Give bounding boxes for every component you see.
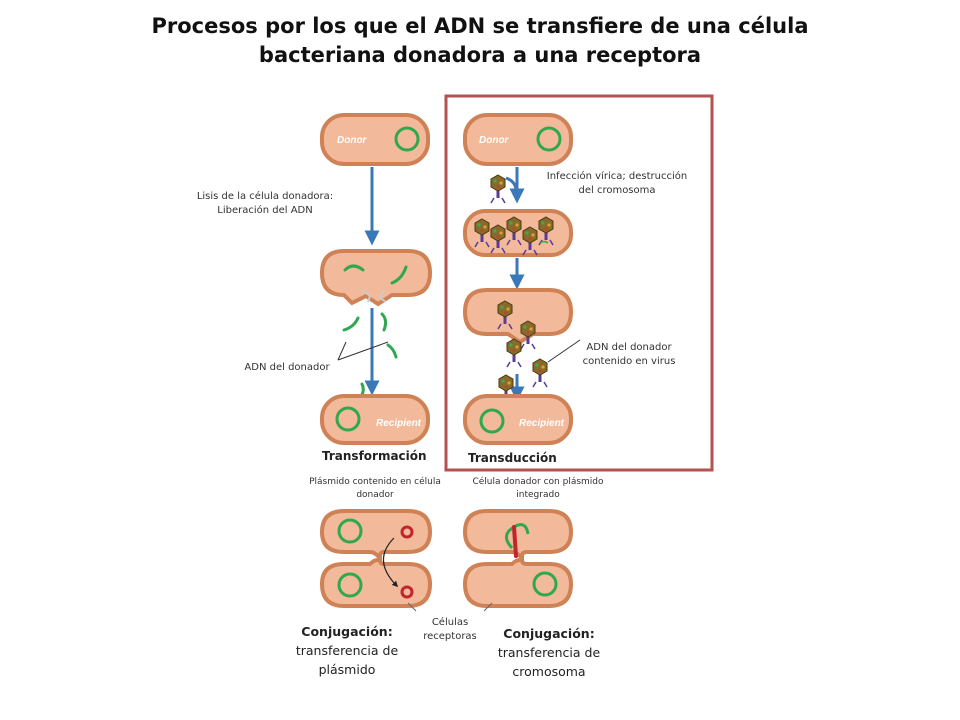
transformation-recipient-label: Recipient xyxy=(376,418,422,429)
transformation-donor-cell xyxy=(320,113,430,166)
donor-dna-pointer xyxy=(337,341,389,361)
transduction-infected-cell xyxy=(463,209,573,257)
conjugation-chromosome-label: Conjugación: transferencia de cromosoma xyxy=(497,626,601,679)
plasmid-transfer-arrow xyxy=(382,537,399,588)
conjugation-plasmid-recipient-cell xyxy=(319,558,433,608)
conjugation-plasmid-donor-cell xyxy=(319,509,433,558)
plasmid-donor-label: Plásmido contenido en célula donador xyxy=(309,477,441,500)
infecting-virus-icon xyxy=(489,173,507,205)
transduction-heading: Transducción xyxy=(468,451,557,465)
transformation-lysed-cell xyxy=(319,249,433,307)
recipient-cells-label: Células receptoras xyxy=(423,617,477,642)
recipient-pointer-right xyxy=(483,602,493,612)
free-dna-fragments xyxy=(342,312,398,398)
transformation-recipient-cell xyxy=(320,394,430,445)
transformation-donor-label: Donor xyxy=(337,135,368,146)
transformation-heading: Transformación xyxy=(322,449,427,463)
virus-dna-pointer xyxy=(547,339,581,363)
transduction-donor-label: Donor xyxy=(479,135,510,146)
transduction-donor-cell xyxy=(463,113,573,166)
integrated-plasmid-label: Célula donador con plásmido integrado xyxy=(472,477,604,500)
transduction-recipient-cell xyxy=(463,394,573,445)
lysis-label: Lisis de la célula donadora: Liberación … xyxy=(196,191,334,216)
title-line-2: bacteriana donadora a una receptora xyxy=(258,43,702,67)
infection-label: Infección vírica; destrucción del cromos… xyxy=(546,171,688,196)
donor-dna-label: ADN del donador xyxy=(244,362,330,373)
page-title: Procesos por los que el ADN se transfier… xyxy=(0,12,960,70)
conjugation-chromosome-donor-cell xyxy=(462,509,574,558)
title-line-1: Procesos por los que el ADN se transfier… xyxy=(151,14,809,38)
transduction-highlight-box xyxy=(444,94,714,472)
transduction-lysed-cell xyxy=(462,288,574,389)
plasmid-icon-transferred xyxy=(400,585,414,599)
virus-dna-label: ADN del donador contenido en virus xyxy=(582,342,676,367)
conjugation-chromosome-recipient-cell xyxy=(462,558,574,608)
infection-curve xyxy=(505,176,518,197)
plasmid-icon-donor xyxy=(400,525,414,539)
conjugation-plasmid-label: Conjugación: transferencia de plásmido xyxy=(295,624,399,677)
transduction-recipient-label: Recipient xyxy=(519,418,565,429)
recipient-pointer-left xyxy=(407,602,417,612)
